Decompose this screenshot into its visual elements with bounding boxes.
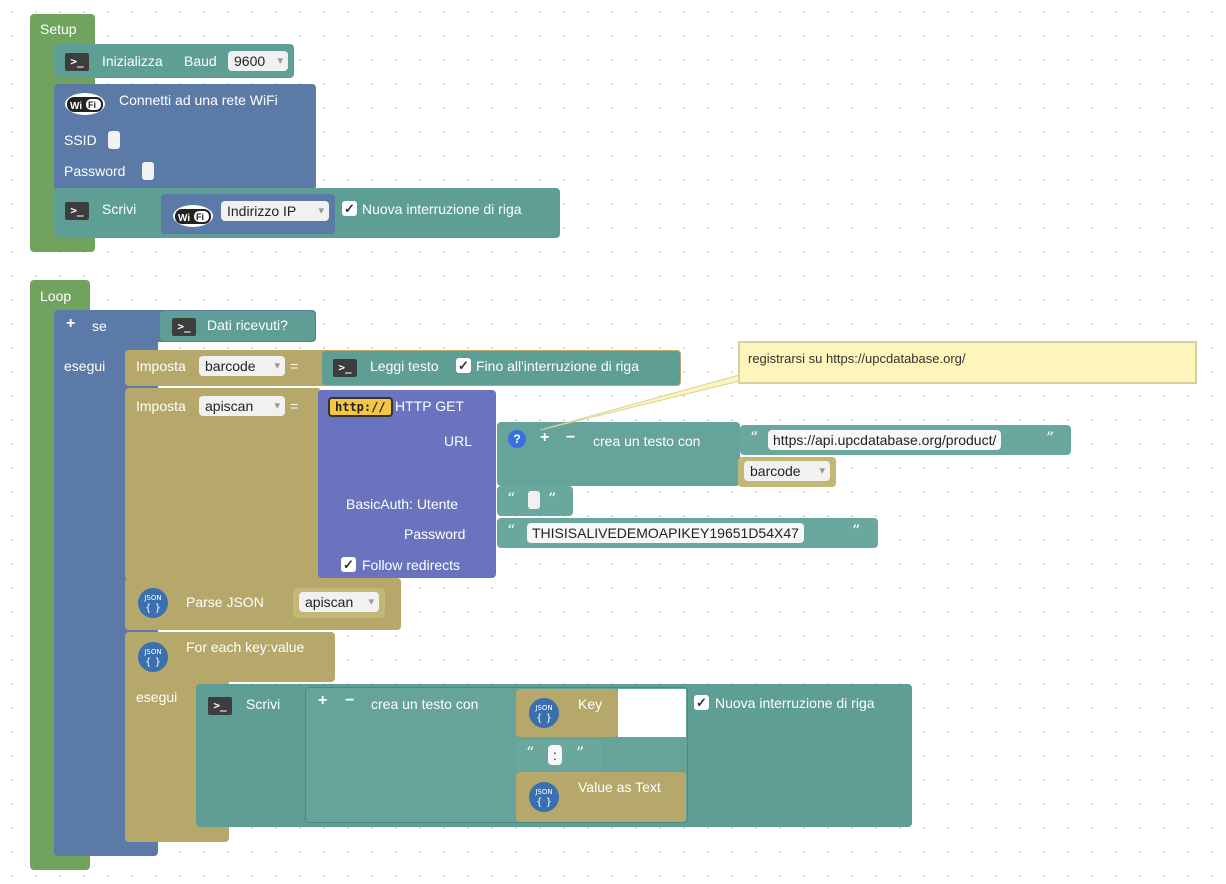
http-get-block[interactable] xyxy=(318,390,496,578)
svg-text:Fi: Fi xyxy=(88,100,96,110)
newline-label: Nuova interruzione di riga xyxy=(362,201,522,217)
barcode-getter-dropdown[interactable]: barcode xyxy=(744,461,830,481)
wifi-connect-label: Connetti ad una rete WiFi xyxy=(119,92,278,108)
set-label: Imposta xyxy=(136,358,186,374)
equals-label: = xyxy=(290,398,299,414)
if-plus-button[interactable]: + xyxy=(66,315,76,332)
inner-join-minus-button[interactable]: − xyxy=(345,692,355,709)
terminal-icon: >_ xyxy=(172,318,196,336)
inner-join-plus-button[interactable]: + xyxy=(318,692,328,709)
comment-bubble[interactable]: registrarsi su https://upcdatabase.org/ xyxy=(738,341,1197,384)
close-quote: ” xyxy=(548,489,557,508)
password-text-field[interactable]: THISISALIVEDEMOAPIKEY19651D54X47 xyxy=(527,523,804,543)
url-label: URL xyxy=(444,433,473,449)
follow-redirects-checkbox[interactable]: ✓ xyxy=(341,557,356,572)
write-label: Scrivi xyxy=(246,696,281,712)
for-each-do-label: esegui xyxy=(136,689,178,705)
ssid-label: SSID xyxy=(64,132,97,148)
follow-redirects-label: Follow redirects xyxy=(362,557,461,573)
open-quote: “ xyxy=(507,489,516,508)
http-get-label: HTTP GET xyxy=(395,398,464,414)
until-newline-checkbox[interactable]: ✓ xyxy=(456,358,471,373)
sep-text-field[interactable]: : xyxy=(548,745,562,765)
join-label: crea un testo con xyxy=(593,433,701,449)
help-icon[interactable]: ? xyxy=(508,430,526,448)
text-join-block[interactable] xyxy=(497,422,740,486)
open-quote: “ xyxy=(750,428,759,447)
inner-newline-label: Nuova interruzione di riga xyxy=(715,695,875,711)
if-do-label: esegui xyxy=(64,358,106,374)
loop-label: Loop xyxy=(40,288,72,304)
ip-dropdown[interactable]: Indirizzo IP xyxy=(221,201,329,221)
if-label: se xyxy=(92,318,107,334)
inner-newline-checkbox[interactable]: ✓ xyxy=(694,695,709,710)
wifi-password-label: Password xyxy=(64,163,126,179)
json-icon: JSON{ } xyxy=(138,588,168,618)
close-quote: ” xyxy=(1046,428,1055,447)
join-minus-button[interactable]: − xyxy=(566,429,576,446)
terminal-icon: >_ xyxy=(65,202,89,220)
close-quote: ” xyxy=(852,521,861,540)
json-icon: JSON{ } xyxy=(529,698,559,728)
open-quote: “ xyxy=(507,521,516,540)
url-text-field[interactable]: https://api.upcdatabase.org/product/ xyxy=(768,430,1002,450)
wifi-icon: Wi Fi xyxy=(173,205,213,227)
key-label: Key xyxy=(578,696,603,712)
terminal-icon: >_ xyxy=(65,53,89,71)
set-label: Imposta xyxy=(136,398,186,414)
read-text-block[interactable] xyxy=(322,351,680,385)
inner-join-gap xyxy=(618,689,686,737)
barcode-var-dropdown[interactable]: barcode xyxy=(199,356,285,376)
open-quote: “ xyxy=(526,743,535,762)
setup-label: Setup xyxy=(40,21,77,37)
wifi-icon: Wi Fi xyxy=(65,93,105,115)
http-password-label: Password xyxy=(404,526,466,542)
until-newline-label: Fino all'interruzione di riga xyxy=(476,358,639,374)
parse-json-label: Parse JSON xyxy=(186,594,264,610)
newline-checkbox[interactable]: ✓ xyxy=(342,201,357,216)
user-text-field[interactable] xyxy=(528,491,540,509)
close-quote: ” xyxy=(576,743,585,762)
json-icon: JSON{ } xyxy=(138,642,168,672)
write-label: Scrivi xyxy=(102,201,137,217)
svg-text:Wi: Wi xyxy=(178,213,190,224)
value-as-text-label: Value as Text xyxy=(578,779,661,795)
equals-label: = xyxy=(290,358,299,374)
svg-text:Wi: Wi xyxy=(70,101,82,112)
comment-pointer xyxy=(540,372,777,431)
json-icon: JSON{ } xyxy=(529,782,559,812)
apiscan-var-dropdown[interactable]: apiscan xyxy=(199,396,285,416)
svg-text:Fi: Fi xyxy=(196,212,204,222)
basic-auth-user-label: BasicAuth: Utente xyxy=(346,496,459,512)
baud-dropdown[interactable]: 9600 xyxy=(228,51,288,71)
wifi-password-input[interactable] xyxy=(142,162,154,180)
inner-join-label: crea un testo con xyxy=(371,696,479,712)
read-text-label: Leggi testo xyxy=(370,358,439,374)
ssid-input[interactable] xyxy=(108,131,120,149)
join-plus-button[interactable]: + xyxy=(540,429,550,446)
for-each-label: For each key:value xyxy=(186,639,305,655)
baud-label: Baud xyxy=(184,53,217,69)
http-badge-icon: http:// xyxy=(328,397,393,417)
set-apiscan-block[interactable] xyxy=(125,388,321,580)
init-label: Inizializza xyxy=(102,53,163,69)
data-received-label: Dati ricevuti? xyxy=(207,317,288,333)
apiscan-getter-dropdown[interactable]: apiscan xyxy=(299,592,379,612)
terminal-icon: >_ xyxy=(208,697,232,715)
terminal-icon: >_ xyxy=(333,359,357,377)
